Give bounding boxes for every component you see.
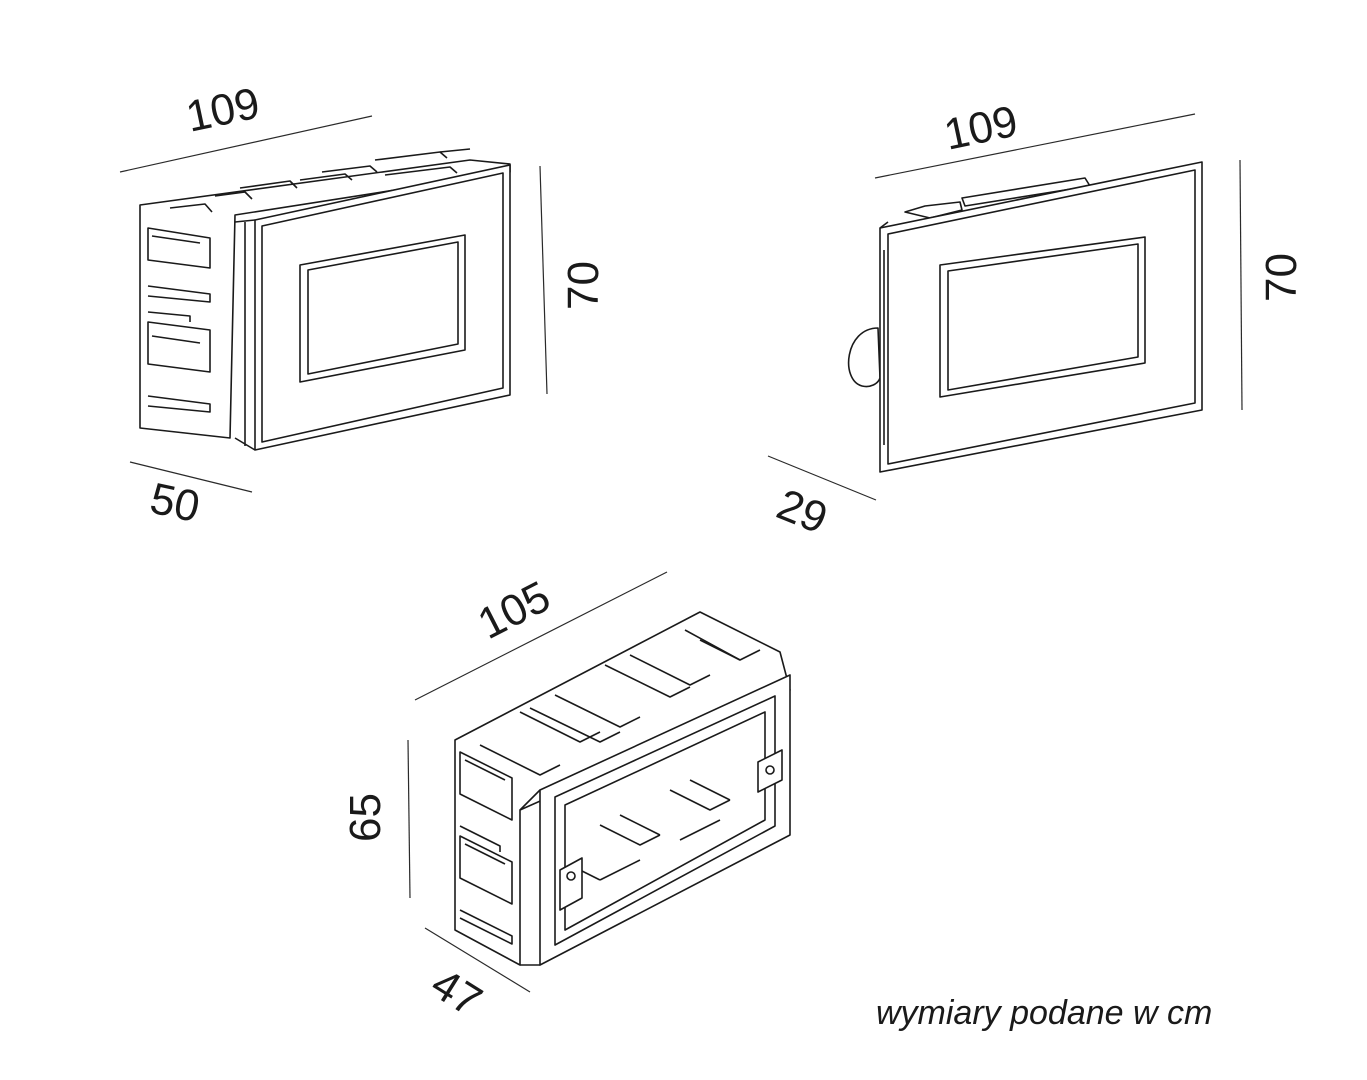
view-mounting-box: 105 65 47 xyxy=(341,571,791,1026)
dim-width-label: 109 xyxy=(940,97,1022,160)
dim-depth-label: 50 xyxy=(146,474,204,532)
unit-note: wymiary podane w cm xyxy=(876,994,1212,1032)
dim-width-label: 105 xyxy=(470,572,558,649)
view-frame-only: 109 70 29 xyxy=(767,97,1306,544)
dim-height-label: 65 xyxy=(341,793,390,842)
dim-depth-label: 29 xyxy=(770,480,834,544)
view-housing-with-frame: 109 70 50 xyxy=(119,79,608,532)
dim-height-label: 70 xyxy=(1257,253,1306,302)
dim-depth-label: 47 xyxy=(423,959,490,1026)
dim-height-label: 70 xyxy=(559,261,608,310)
dim-width-label: 109 xyxy=(182,79,264,142)
